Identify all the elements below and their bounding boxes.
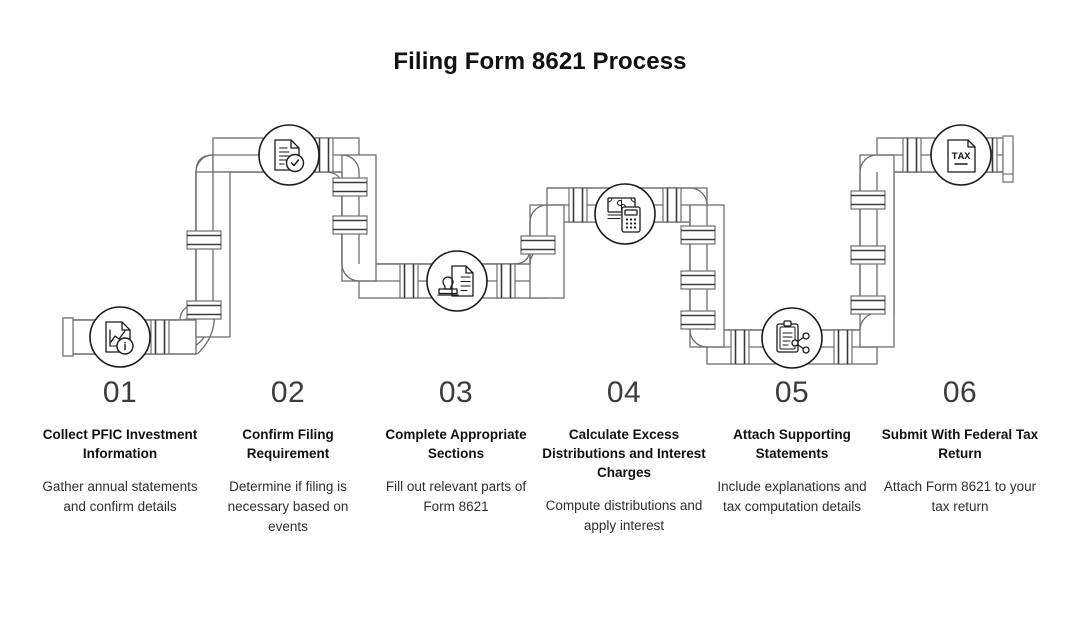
step-4-description: Compute distributions and apply interest: [545, 498, 703, 534]
step-2-number: 02: [270, 376, 306, 409]
step-6-heading: Submit With Federal Tax Return: [881, 427, 1039, 462]
step-1-number: 01: [102, 376, 138, 409]
step-4-heading: Calculate Excess Distributions and Inter…: [542, 427, 706, 481]
page-title: Filing Form 8621 Process: [393, 48, 687, 75]
step-3-text-block: 03 Complete Appropriate Sections Fill ou…: [374, 378, 538, 517]
step-4-number: 04: [606, 376, 642, 409]
step-1-description: Gather annual statements and confirm det…: [42, 479, 198, 515]
step-1-heading: Collect PFIC Investment Information: [42, 427, 198, 462]
step-4-text-block: 04 Calculate Excess Distributions and In…: [542, 378, 706, 536]
step-5-text-block: 05 Attach Supporting Statements Include …: [710, 378, 874, 517]
step-1-text-block: 01 Collect PFIC Investment Information G…: [38, 378, 202, 517]
step-3-heading: Complete Appropriate Sections: [385, 427, 527, 462]
step-5-description: Include explanations and tax computation…: [717, 479, 867, 515]
step-2-description: Determine if filing is necessary based o…: [227, 479, 349, 534]
step-2-heading: Confirm Filing Requirement: [242, 427, 334, 462]
step-3-description: Fill out relevant parts of Form 8621: [385, 479, 527, 515]
step-5-heading: Attach Supporting Statements: [733, 427, 851, 462]
step-5-number: 05: [774, 376, 810, 409]
step-6-number: 06: [942, 376, 978, 409]
step-6-text-block: 06 Submit With Federal Tax Return Attach…: [878, 378, 1042, 517]
step-3-number: 03: [438, 376, 474, 409]
step-2-text-block: 02 Confirm Filing Requirement Determine …: [206, 378, 370, 536]
step-6-description: Attach Form 8621 to your tax return: [883, 479, 1037, 515]
